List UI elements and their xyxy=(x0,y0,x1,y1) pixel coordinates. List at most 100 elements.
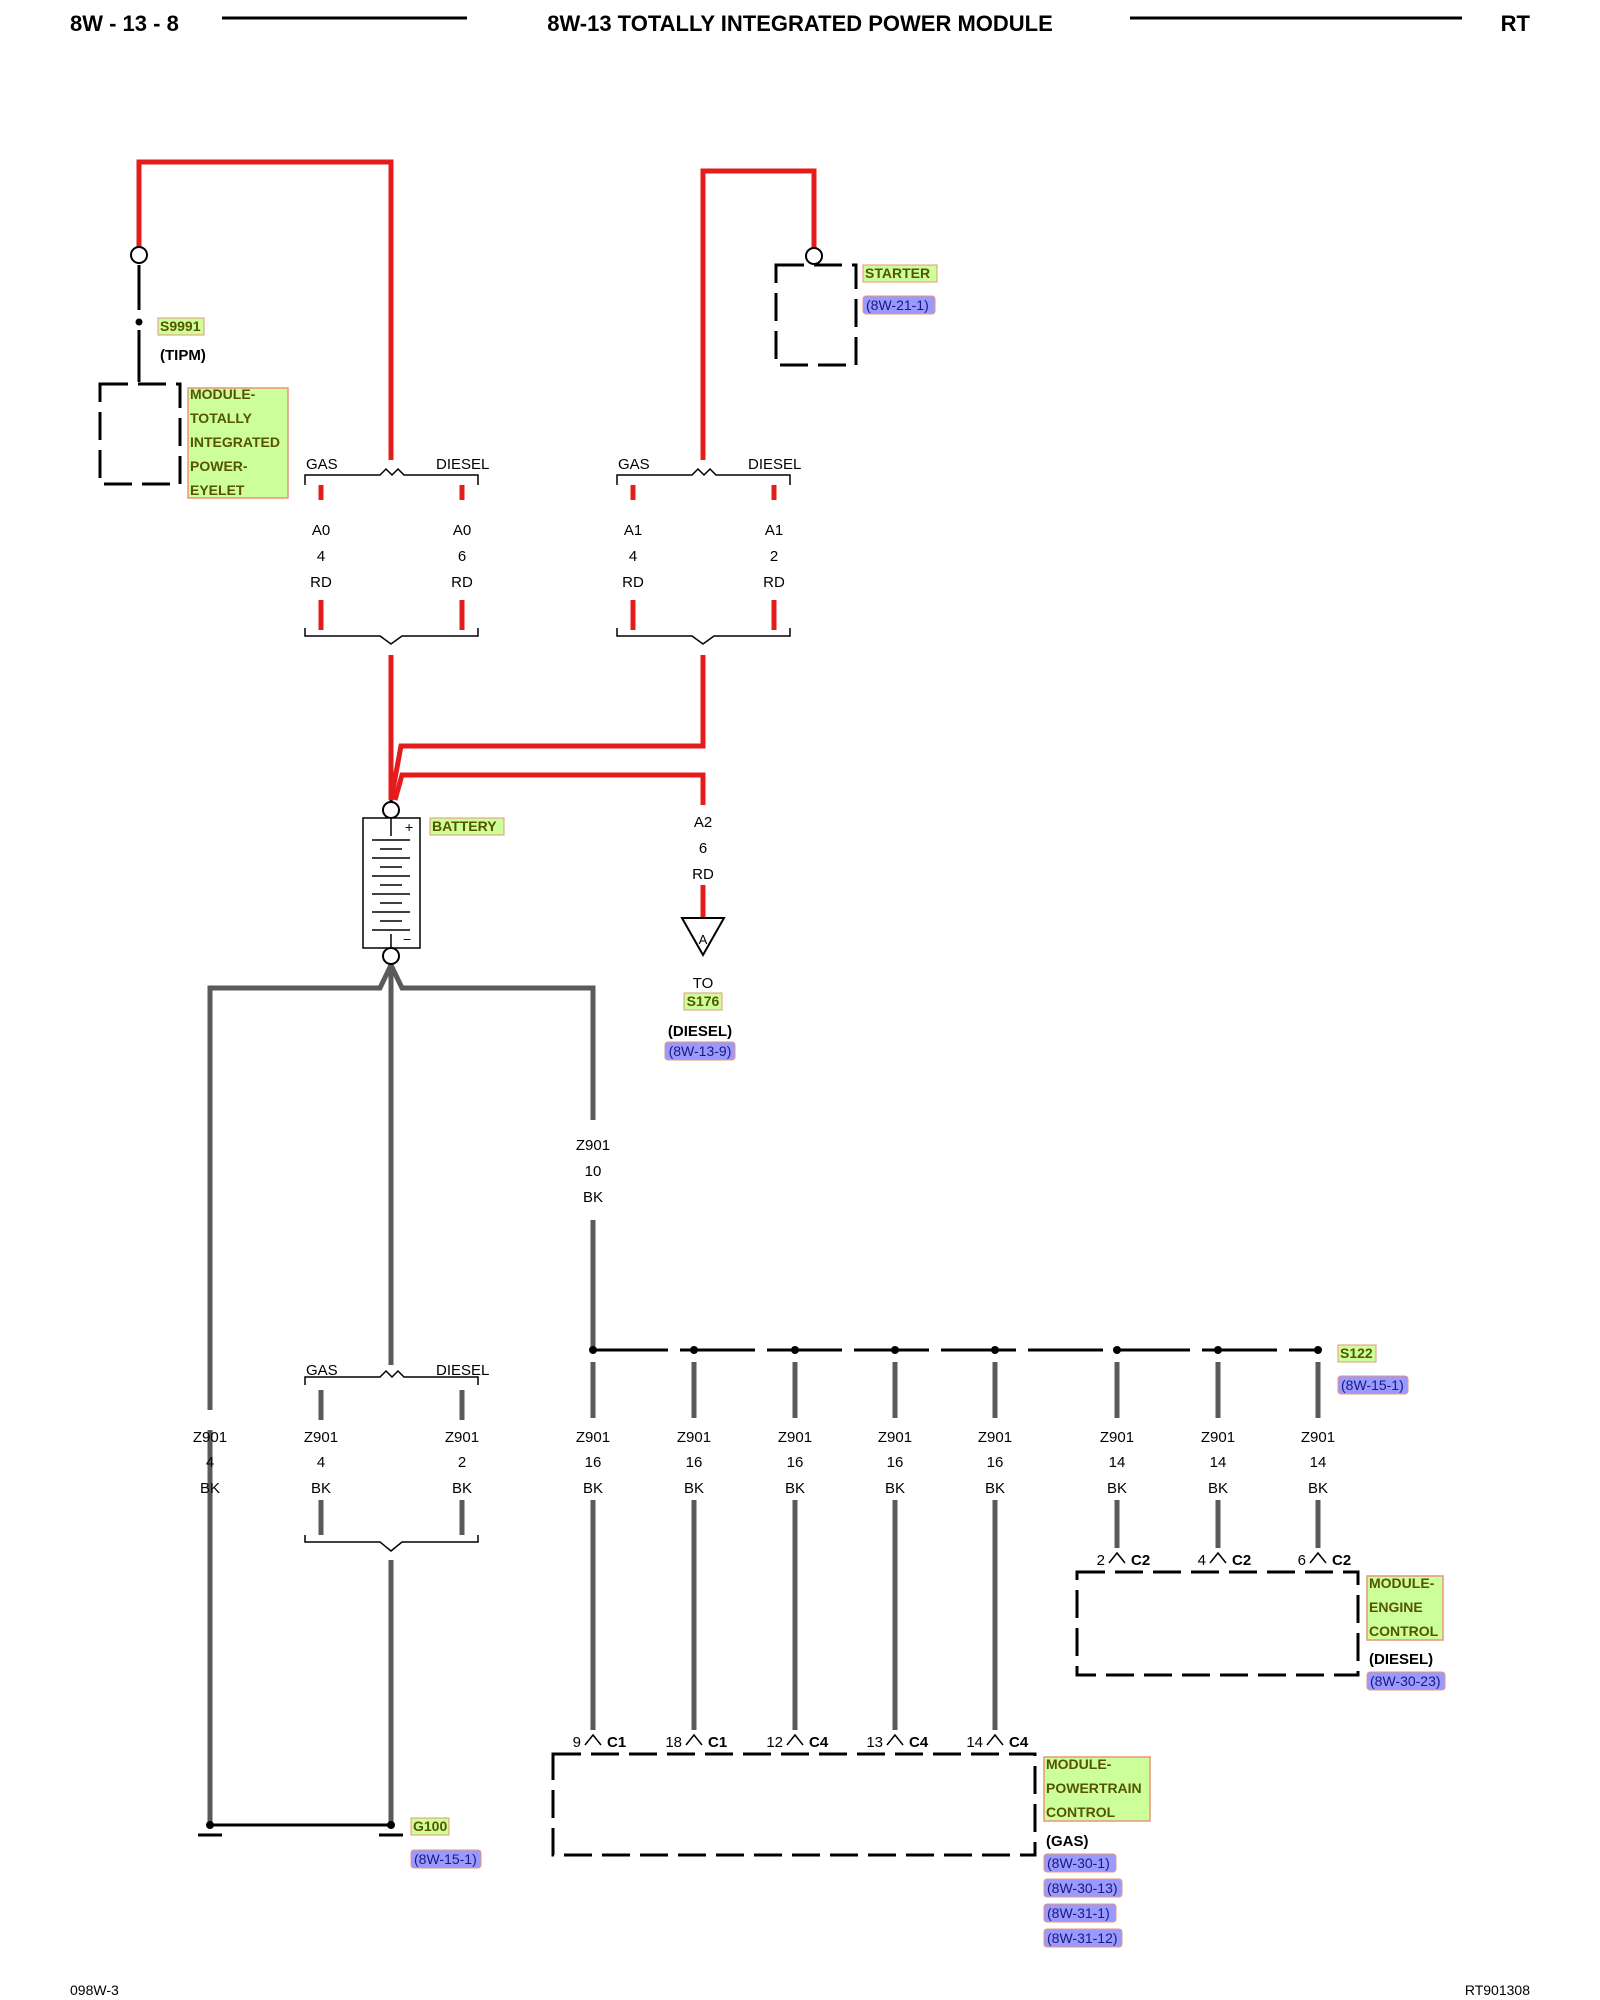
battery-plus-label: + xyxy=(405,819,413,835)
brace-a1-bottom xyxy=(616,628,791,645)
pcm-module-box xyxy=(551,1752,1037,1857)
brace-a1-top xyxy=(616,467,791,485)
variant-gas-a0: GAS xyxy=(306,456,338,473)
pcm-refs: (8W-30-1) (8W-30-13) (8W-31-1) (8W-31-12… xyxy=(1043,1853,1123,1948)
s122-label: S122 xyxy=(1340,1345,1373,1361)
starter-terminal xyxy=(805,247,823,265)
pcm-ref-bg[interactable] xyxy=(1043,1853,1117,1873)
ecm-name-line-3: CONTROL xyxy=(1369,1623,1439,1639)
model-code: RT xyxy=(1501,11,1531,36)
s176-ref-bg[interactable] xyxy=(664,1041,736,1061)
wire-gauge: 4 xyxy=(206,1454,214,1471)
s176-label-bg xyxy=(683,992,723,1011)
ecm-pin-labels: 2 C2 4 C2 6 C2 xyxy=(1097,1551,1351,1569)
battery-pos-terminal xyxy=(382,801,400,819)
pcm-ref-bg[interactable] xyxy=(1043,1878,1123,1898)
s176-ref-link[interactable]: (8W-13-9) xyxy=(669,1043,732,1059)
pcm-module-name: MODULE- POWERTRAIN CONTROL xyxy=(1046,1756,1146,1820)
wire-color: BK xyxy=(583,1189,603,1206)
wire-circuit: A1 xyxy=(624,522,642,539)
pcm-ref-bg[interactable] xyxy=(1043,1928,1123,1948)
pcm-ref-link-4[interactable]: (8W-31-12) xyxy=(1047,1930,1118,1946)
starter-ref-link[interactable]: (8W-21-1) xyxy=(866,297,929,313)
pcm-ref-link-1[interactable]: (8W-30-1) xyxy=(1047,1855,1110,1871)
pcm-pin-labels: 9 C1 18 C1 12 C4 13 C4 14 C4 xyxy=(573,1733,1029,1751)
wire-gauge: 14 xyxy=(1310,1454,1327,1471)
wire-tipm-feed xyxy=(136,159,394,460)
wire-color: BK xyxy=(985,1480,1005,1497)
wire-circuit: Z901 xyxy=(778,1429,812,1446)
pin-connector: C2 xyxy=(1332,1552,1351,1569)
wire-color: RD xyxy=(622,574,644,591)
wire-color: RD xyxy=(763,574,785,591)
pin-number: 12 xyxy=(766,1734,783,1751)
wire-color: BK xyxy=(200,1480,220,1497)
splice-dot xyxy=(1113,1346,1121,1354)
ecm-ref-bg[interactable] xyxy=(1366,1671,1446,1691)
pin-connector: C1 xyxy=(607,1734,626,1751)
wire-circuit: A1 xyxy=(765,522,783,539)
brace-a0-bottom xyxy=(304,628,479,645)
pcm-ref-bg[interactable] xyxy=(1043,1903,1117,1923)
tipm-eyelet-terminal xyxy=(130,246,148,264)
variant-diesel-z901: DIESEL xyxy=(436,1362,489,1379)
wire-a1-to-battery xyxy=(388,655,706,801)
variant-gas-a1: GAS xyxy=(618,456,650,473)
pcm-name-line-2: POWERTRAIN xyxy=(1046,1780,1142,1796)
pcm-ref-link-2[interactable]: (8W-30-13) xyxy=(1047,1880,1118,1896)
wire-gauge: 6 xyxy=(699,840,707,857)
battery-minus-label: − xyxy=(403,931,411,947)
tipm-name-line-3: INTEGRATED xyxy=(190,434,280,450)
power-wires xyxy=(136,159,817,918)
pcm-ref-link-3[interactable]: (8W-31-1) xyxy=(1047,1905,1110,1921)
pcm-name-line-3: CONTROL xyxy=(1046,1804,1116,1820)
ecm-module-box xyxy=(1075,1570,1360,1677)
g100-ref-bg[interactable] xyxy=(410,1849,482,1869)
wire-color: BK xyxy=(311,1480,331,1497)
wire-circuit: Z901 xyxy=(304,1429,338,1446)
ecm-ref-link[interactable]: (8W-30-23) xyxy=(1370,1673,1441,1689)
wire-gauge: 10 xyxy=(585,1163,602,1180)
page-header: 8W - 13 - 8 8W-13 TOTALLY INTEGRATED POW… xyxy=(70,11,1531,36)
wire-starter-feed xyxy=(700,168,817,460)
wire-gauge: 16 xyxy=(887,1454,904,1471)
s176-label: S176 xyxy=(687,993,720,1009)
page-ref: 8W - 13 - 8 xyxy=(70,11,179,36)
wire-circuit: Z901 xyxy=(445,1429,479,1446)
splice-dot xyxy=(690,1346,698,1354)
battery-neg-terminal xyxy=(382,947,400,965)
s122-ref-bg[interactable] xyxy=(1337,1375,1409,1395)
wire-gauge: 2 xyxy=(770,548,778,565)
wire-circuit: A2 xyxy=(694,814,712,831)
brace-z901-bottom xyxy=(304,1535,479,1552)
splice-dot xyxy=(791,1346,799,1354)
wire-color: BK xyxy=(1107,1480,1127,1497)
pcm-note: (GAS) xyxy=(1046,1833,1089,1850)
battery-label-bg xyxy=(429,817,505,836)
s122-ref-link[interactable]: (8W-15-1) xyxy=(1341,1377,1404,1393)
wire-gauge: 4 xyxy=(317,1454,325,1471)
s122-splice-points xyxy=(589,1346,1322,1354)
brace-z901-top xyxy=(304,1369,479,1385)
pin-number: 18 xyxy=(665,1734,682,1751)
connector-a-label: A xyxy=(699,932,708,947)
g100-ref-link[interactable]: (8W-15-1) xyxy=(414,1851,477,1867)
splice-dot xyxy=(991,1346,999,1354)
tipm-module-box xyxy=(98,382,182,486)
pcm-name-line-1: MODULE- xyxy=(1046,1756,1112,1772)
wire-gauge: 4 xyxy=(629,548,637,565)
connector-a-triangle xyxy=(680,917,726,958)
pin-connector: C2 xyxy=(1232,1552,1251,1569)
to-label: TO xyxy=(693,975,714,992)
starter-ref-bg[interactable] xyxy=(862,295,936,315)
battery-label: BATTERY xyxy=(432,818,497,834)
wire-gauge: 2 xyxy=(458,1454,466,1471)
s122-label-bg xyxy=(1337,1344,1377,1363)
wire-circuit: Z901 xyxy=(1100,1429,1134,1446)
wire-color: BK xyxy=(583,1480,603,1497)
wire-circuit: Z901 xyxy=(878,1429,912,1446)
variant-diesel-a0: DIESEL xyxy=(436,456,489,473)
s9991-splice-dot xyxy=(135,318,143,326)
wire-ground-trunk xyxy=(207,959,596,1410)
